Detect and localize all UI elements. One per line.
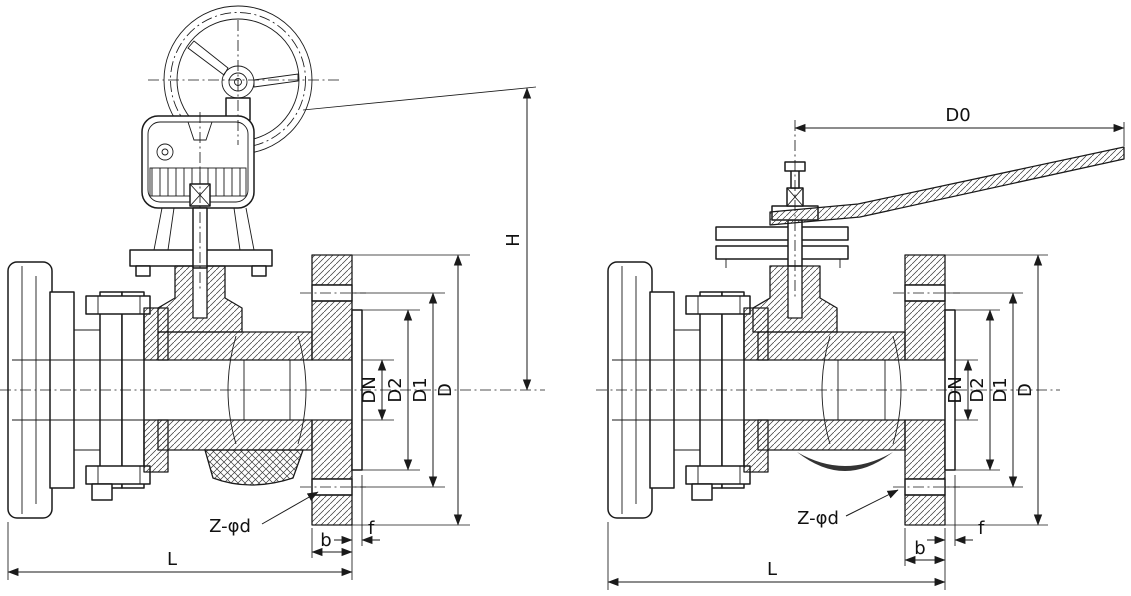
bolt-nut xyxy=(91,483,113,501)
dim-label-d2: D2 xyxy=(967,377,988,402)
dimension-D: D xyxy=(352,254,470,526)
dim-label-d2: D2 xyxy=(385,377,406,402)
handwheel-spoke xyxy=(187,40,229,76)
left-valve-view: DN D2 D1 D H xyxy=(0,5,545,580)
dim-label-d1: D1 xyxy=(410,377,431,402)
bolt-callout: Z-φd xyxy=(209,491,319,537)
dim-label-l: L xyxy=(767,559,777,580)
handwheel-spoke xyxy=(253,73,299,88)
joint-bolt-bottom xyxy=(685,465,751,485)
bonnet-neck xyxy=(752,265,838,333)
dim-label-dn: DN xyxy=(945,376,966,403)
dim-label-dn: DN xyxy=(359,376,380,403)
body-bottom-wall xyxy=(757,419,906,451)
dimension-b: b xyxy=(311,528,353,558)
mounting-pad-plate xyxy=(715,245,849,260)
mounting-pad-plate xyxy=(715,226,849,241)
dimension-DN: DN xyxy=(945,359,978,421)
dimension-H: H xyxy=(302,86,537,391)
leader-line xyxy=(845,489,899,517)
dim-label-l: L xyxy=(167,549,177,570)
dimension-D: D xyxy=(945,254,1048,526)
dimension-D1: D1 xyxy=(945,292,1023,488)
valve-body xyxy=(12,265,362,486)
body-top-wall xyxy=(157,331,313,361)
joint-bolt-top xyxy=(85,295,151,315)
dimension-D0: D0 xyxy=(794,105,1125,146)
leader-line xyxy=(261,491,319,525)
gearbox xyxy=(141,115,255,209)
top-works xyxy=(715,146,1125,268)
mounting-foot xyxy=(251,265,267,277)
gear-shaft-end xyxy=(156,143,174,161)
seat-region xyxy=(204,449,304,486)
dimensions-left-view: DN D2 D1 D H xyxy=(7,86,537,580)
dim-label-d: D xyxy=(1015,383,1036,397)
dimension-b: b xyxy=(904,528,946,566)
bolt-callout: Z-φd xyxy=(797,489,899,529)
centerlines-left-view xyxy=(0,20,545,391)
bolt-callout-label: Z-φd xyxy=(797,508,839,529)
valve-body xyxy=(612,265,955,473)
dimension-D1: D1 xyxy=(352,292,445,488)
dimension-D2: D2 xyxy=(362,309,420,471)
body-bottom-wall xyxy=(157,419,313,451)
dimension-D2: D2 xyxy=(955,309,1000,471)
joint-bolt-bottom xyxy=(85,465,151,485)
lever-handle xyxy=(769,146,1125,226)
mounting-foot xyxy=(135,265,151,277)
bonnet-neck xyxy=(157,265,243,333)
bolt-callout-label: Z-φd xyxy=(209,516,251,537)
bolt-nut xyxy=(691,483,713,501)
dimension-f: f xyxy=(927,475,985,546)
joint-bolt-top xyxy=(685,295,751,315)
dim-label-b: b xyxy=(320,530,331,551)
dim-label-h: H xyxy=(503,233,524,247)
dimensions-right-view: D0 DN D2 D1 D xyxy=(607,105,1125,590)
dimension-DN: DN xyxy=(359,359,394,421)
seat-ring xyxy=(797,452,893,471)
dim-label-f: f xyxy=(368,518,375,539)
dim-label-d1: D1 xyxy=(990,377,1011,402)
dim-label-b: b xyxy=(914,538,925,559)
dimension-f: f xyxy=(334,475,380,546)
body-top-wall xyxy=(757,331,906,361)
dimension-L: L xyxy=(607,522,946,590)
dim-label-d: D xyxy=(435,383,456,397)
dim-label-d0: D0 xyxy=(945,105,970,126)
inlet-flange-assembly xyxy=(607,261,751,519)
centerlines-right-view xyxy=(596,120,1060,391)
dimension-L: L xyxy=(7,522,353,580)
right-valve-view: D0 DN D2 D1 D xyxy=(596,105,1125,590)
dim-label-f: f xyxy=(978,518,985,539)
